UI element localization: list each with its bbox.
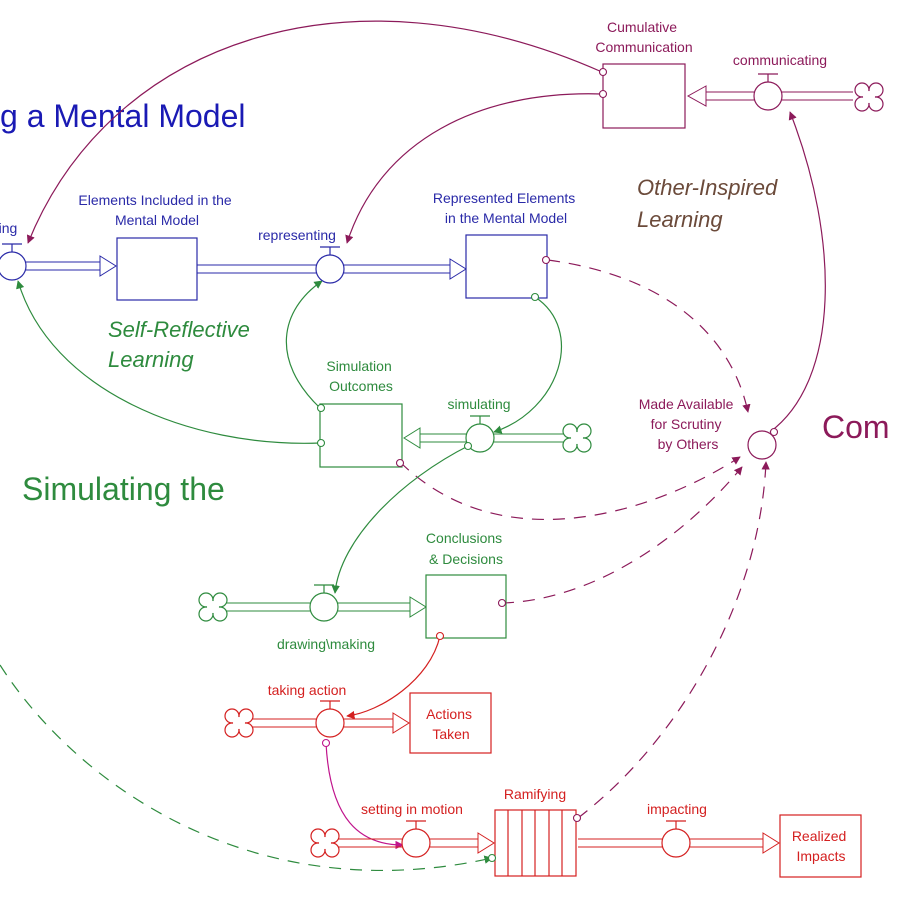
label-simulating: simulating xyxy=(447,396,510,412)
label-actions-taken: Actions Taken xyxy=(426,706,476,742)
label-drawing-making: drawing\making xyxy=(277,636,375,652)
stock-realized-impacts xyxy=(779,814,862,878)
dot-ramifying-1 xyxy=(572,813,582,823)
link-conclusions-to-scrutiny xyxy=(501,466,743,604)
label-impacting: impacting xyxy=(647,801,707,817)
link-outcomes-to-representing xyxy=(285,280,323,409)
dot-outcomes-1 xyxy=(316,403,326,413)
label-representing: representing xyxy=(258,227,336,243)
dot-conclusions-2 xyxy=(435,631,445,641)
valve-setting xyxy=(401,820,431,858)
label-ramifying: Ramifying xyxy=(504,786,566,802)
link-represented-to-scrutiny xyxy=(547,259,751,413)
pipe-simulating xyxy=(403,427,570,449)
dot-aux xyxy=(769,427,779,437)
stock-conclusions-decisions xyxy=(425,574,507,639)
valve-left-flow xyxy=(0,243,27,281)
other-inspired-label: Other-Inspired Learning xyxy=(637,175,778,232)
mental-model-heading: g a Mental Model xyxy=(0,98,245,134)
valve-taking-action xyxy=(315,700,345,738)
label-communicating: communicating xyxy=(733,52,827,68)
dot-conclusions-1 xyxy=(497,598,507,608)
dot-represented-1 xyxy=(541,255,551,265)
stock-elements-included xyxy=(116,237,198,301)
link-simulating-to-drawing xyxy=(331,444,471,594)
dot-ramifying-2 xyxy=(487,853,497,863)
label-cumulative-communication: Cumulative Communication xyxy=(595,19,692,55)
link-left-to-ramifying xyxy=(0,664,493,872)
dot-outcomes-2 xyxy=(316,438,326,448)
stock-ramifying-conveyor xyxy=(494,809,577,877)
dot-simulating xyxy=(463,441,473,451)
valve-drawing xyxy=(309,584,339,622)
label-made-available: Made Available for Scrutiny by Others xyxy=(639,396,738,452)
self-reflective-line-2: Learning xyxy=(108,347,194,372)
link-represented-to-simulating xyxy=(493,296,562,434)
cloud-communicating-icon xyxy=(854,82,884,112)
aux-made-available xyxy=(747,430,777,460)
valve-simulating xyxy=(465,415,495,453)
cloud-simulating-icon xyxy=(562,423,592,453)
dot-outcomes-3 xyxy=(395,458,405,468)
dot-cumcomm-1 xyxy=(598,67,608,77)
link-outcomes-to-left-flow xyxy=(16,280,321,444)
label-setting-in-motion: setting in motion xyxy=(361,801,463,817)
label-realized-impacts: Realized Impacts xyxy=(792,828,850,864)
link-taking-action-to-setting xyxy=(325,742,404,850)
dot-represented-2 xyxy=(530,292,540,302)
self-reflective-line-1: Self-Reflective xyxy=(108,317,250,342)
link-cumcomm-to-left-flow xyxy=(26,20,603,244)
stock-actions-taken xyxy=(409,692,492,754)
label-left-flow: ing xyxy=(0,220,17,236)
label-taking-action: taking action xyxy=(268,682,347,698)
label-elements-included: Elements Included in the Mental Model xyxy=(78,192,235,228)
valve-impacting xyxy=(661,820,691,858)
label-conclusions-decisions: Conclusions & Decisions xyxy=(426,530,506,567)
other-inspired-line-2: Learning xyxy=(637,207,723,232)
valve-representing xyxy=(315,246,345,284)
link-ramifying-to-scrutiny xyxy=(577,461,770,819)
self-reflective-label: Self-Reflective Learning xyxy=(108,317,250,372)
stock-cumulative-communication xyxy=(602,63,686,129)
communicating-heading: Com xyxy=(822,409,890,445)
stock-simulation-outcomes xyxy=(319,403,403,468)
link-outcomes-to-scrutiny xyxy=(399,456,741,521)
stock-represented-elements xyxy=(465,234,548,299)
simulating-heading: Simulating the xyxy=(22,471,225,507)
link-cumcomm-to-representing xyxy=(345,93,603,244)
valve-communicating xyxy=(753,73,783,111)
cloud-setting-icon xyxy=(310,828,340,858)
link-scrutiny-to-communicating xyxy=(769,111,826,433)
dot-taking-action xyxy=(321,738,331,748)
cloud-drawing-icon xyxy=(198,592,228,622)
cloud-taking-action-icon xyxy=(224,708,254,738)
label-represented-elements: Represented Elements in the Mental Model xyxy=(433,190,579,226)
dot-cumcomm-2 xyxy=(598,89,608,99)
other-inspired-line-1: Other-Inspired xyxy=(637,175,778,200)
label-simulation-outcomes: Simulation Outcomes xyxy=(326,358,395,394)
link-conclusions-to-taking-action xyxy=(346,635,441,720)
